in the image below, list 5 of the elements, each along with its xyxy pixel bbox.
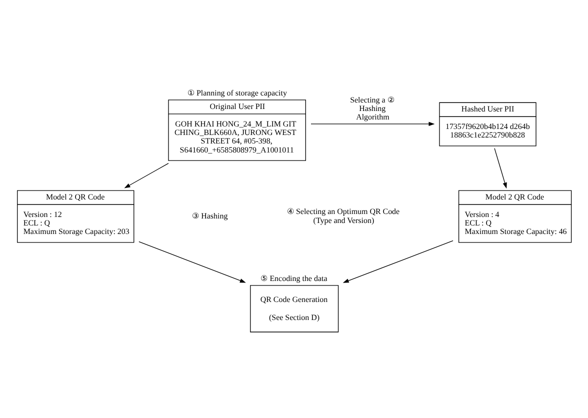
arrow: [124, 162, 169, 188]
arrow: [494, 148, 507, 188]
arrow: [342, 240, 454, 282]
arrow: [138, 240, 246, 282]
arrow: [310, 121, 435, 126]
